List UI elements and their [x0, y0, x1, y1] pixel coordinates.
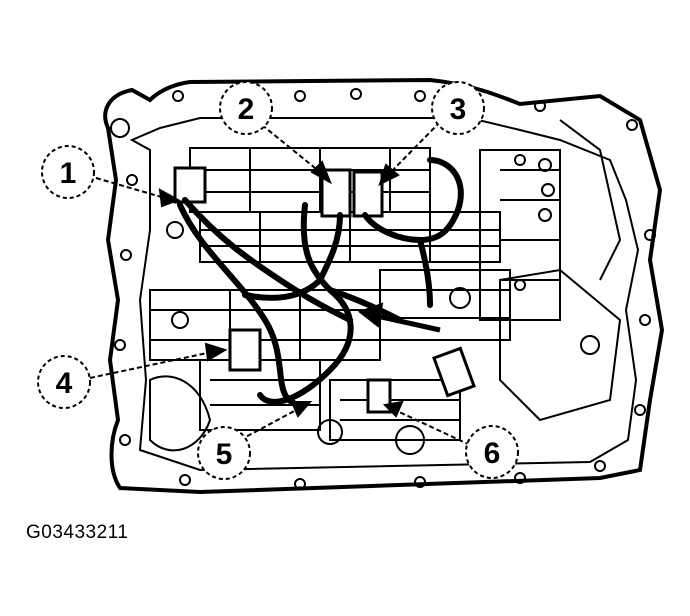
callout-1-circle [41, 145, 95, 199]
solenoid-connectors [173, 166, 476, 414]
callout-circles [37, 81, 519, 480]
callout-4-label: 4 [56, 367, 73, 400]
callout-2-circle [219, 81, 273, 135]
callout-1-label: 1 [60, 157, 77, 190]
callout-6-circle [465, 425, 519, 479]
leader-arrows [89, 121, 471, 446]
wiring-harness [177, 157, 464, 408]
figure-id: G03433211 [26, 522, 129, 543]
callout-5-circle [197, 426, 251, 480]
valve-body-bolts [166, 154, 600, 455]
callout-6-label: 6 [484, 437, 501, 470]
callout-5-label: 5 [216, 438, 233, 471]
callout-4-circle [37, 355, 91, 409]
callout-2-label: 2 [238, 93, 255, 126]
callout-3-circle [431, 81, 485, 135]
callout-3-label: 3 [450, 93, 467, 126]
flange-bolt-holes [110, 88, 656, 490]
transmission-valve-body-diagram: 1 2 3 4 5 6 [37, 77, 665, 495]
